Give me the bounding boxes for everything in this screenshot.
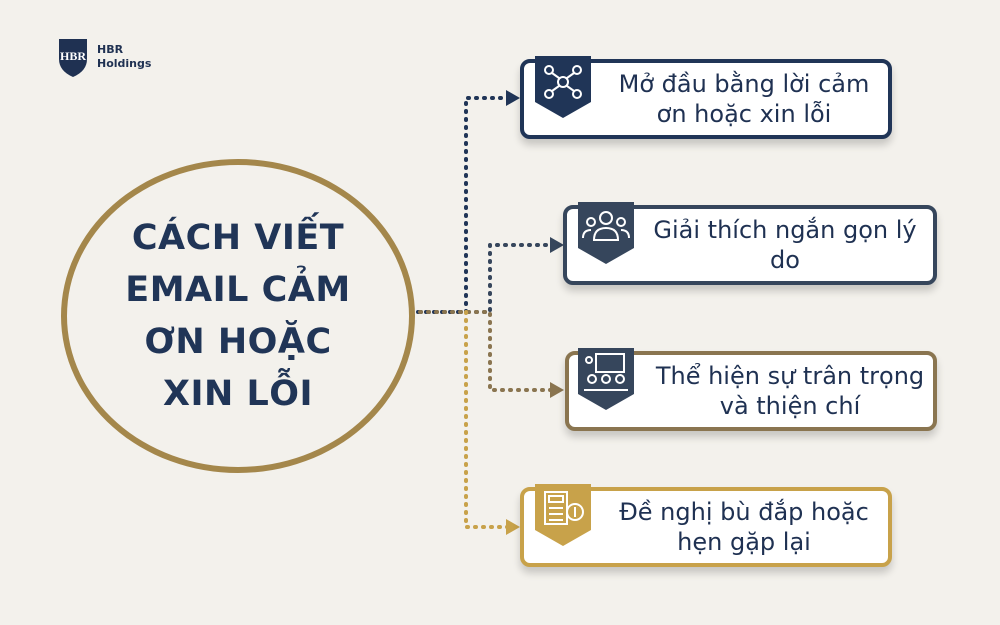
step-card-2: Giải thích ngắn gọn lý do — [563, 205, 937, 285]
network-people-icon — [533, 54, 593, 120]
connector-2 — [418, 243, 554, 314]
step-text-3: Thể hiện sự trân trọng và thiện chí — [655, 362, 925, 420]
calculator-money-icon — [533, 482, 593, 548]
group-people-icon — [576, 200, 636, 266]
arrow-1 — [506, 90, 520, 106]
brand-logo: HBR HBR Holdings — [55, 35, 151, 79]
diagram-title: CÁCH VIẾT EMAIL CẢM ƠN HOẶC XIN LỖI — [125, 218, 351, 414]
step-text-4: Đề nghị bù đắp hoặc hẹn gặp lại — [619, 498, 869, 556]
step-text-1: Mở đầu bằng lời cảm ơn hoặc xin lỗi — [618, 70, 870, 128]
brand-name-line2: Holdings — [97, 57, 152, 70]
meeting-presentation-icon — [576, 346, 636, 412]
brand-monogram: HBR — [60, 49, 86, 63]
arrow-2 — [550, 237, 564, 253]
connector-1 — [416, 96, 510, 314]
connector-4 — [464, 310, 510, 529]
arrow-3 — [550, 382, 564, 398]
step-text-2: Giải thích ngắn gọn lý do — [653, 216, 917, 274]
arrow-4 — [506, 519, 520, 535]
shield-logo-icon: HBR — [59, 39, 87, 77]
step-card-3: Thể hiện sự trân trọng và thiện chí — [565, 351, 937, 431]
brand-name-line1: HBR — [97, 43, 124, 56]
central-circle: CÁCH VIẾT EMAIL CẢM ƠN HOẶC XIN LỖI — [61, 159, 415, 473]
connector-3 — [418, 310, 554, 392]
